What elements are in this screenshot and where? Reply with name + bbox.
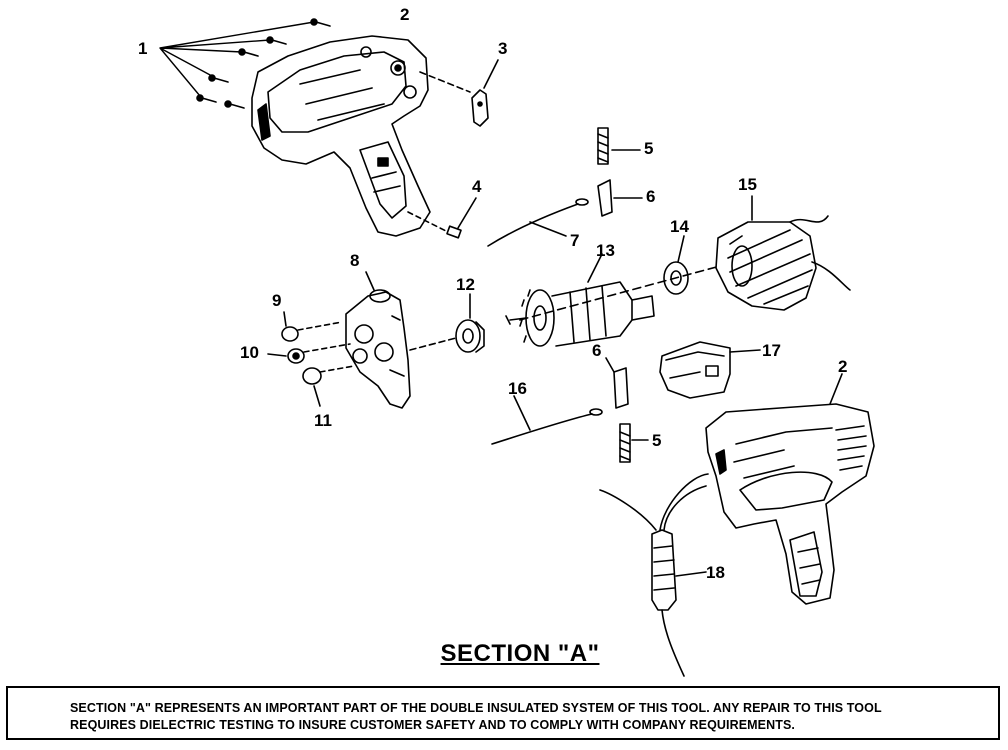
callout-12: 12 xyxy=(456,275,475,294)
part-7-lead-wire xyxy=(487,198,589,247)
part-9-bushing xyxy=(281,311,343,342)
part-11-bushing xyxy=(302,365,355,407)
callout-18: 18 xyxy=(706,563,725,582)
callout-14: 14 xyxy=(670,217,689,236)
notice-line-1: SECTION "A" REPRESENTS AN IMPORTANT PART… xyxy=(70,701,882,715)
callout-4: 4 xyxy=(472,177,482,196)
callout-13: 13 xyxy=(596,241,615,260)
callout-10: 10 xyxy=(240,343,259,362)
callout-16: 16 xyxy=(508,379,527,398)
part-3-clip xyxy=(471,59,499,127)
part-5-brush-spring-top xyxy=(597,127,641,165)
callout-11: 11 xyxy=(314,411,332,430)
part-12-bearing xyxy=(455,293,485,353)
part-1-screws xyxy=(159,18,331,109)
callout-15: 15 xyxy=(738,175,757,194)
part-10-bushing xyxy=(267,343,351,364)
callout-5-top: 5 xyxy=(644,139,653,158)
callout-7: 7 xyxy=(570,231,579,250)
callout-17: 17 xyxy=(762,341,781,360)
callout-8: 8 xyxy=(350,251,359,270)
part-8-gear-plate xyxy=(345,271,411,409)
callout-6-bottom: 6 xyxy=(592,341,601,360)
part-4-screw xyxy=(407,197,477,239)
part-6-brush-bottom xyxy=(605,357,629,409)
callout-3: 3 xyxy=(498,39,507,58)
part-2-housing-left xyxy=(251,35,431,237)
notice-line-2: REQUIRES DIELECTRIC TESTING TO INSURE CU… xyxy=(70,718,795,732)
part-18-cord xyxy=(599,473,709,677)
part-14-bearing xyxy=(663,235,689,295)
part-17-switch xyxy=(659,341,761,399)
callout-2-top: 2 xyxy=(400,5,409,24)
callout-6-top: 6 xyxy=(646,187,655,206)
callout-5-bottom: 5 xyxy=(652,431,661,450)
notice-box: SECTION "A" REPRESENTS AN IMPORTANT PART… xyxy=(6,686,1000,740)
callout-9: 9 xyxy=(272,291,281,310)
callout-1: 1 xyxy=(138,39,147,58)
part-13-armature xyxy=(505,253,655,347)
section-title: SECTION "A" xyxy=(440,640,600,667)
part-5-brush-spring-bottom xyxy=(619,423,649,463)
part-6-brush-top xyxy=(597,179,643,217)
callout-2-right: 2 xyxy=(838,357,847,376)
part-16-lead-wire xyxy=(491,395,603,445)
part-2-housing-right xyxy=(705,373,875,605)
part-15-field xyxy=(715,195,851,311)
